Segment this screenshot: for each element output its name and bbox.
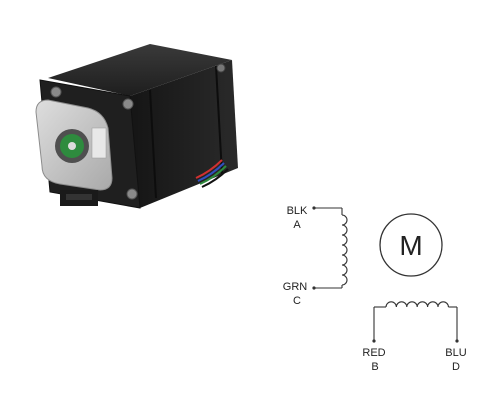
motor-top-face xyxy=(48,44,232,96)
coil-a-winding xyxy=(341,214,348,286)
coil-b xyxy=(372,301,459,343)
wiring-diagram: M BLK A GRN C RED B BLU D xyxy=(283,205,467,373)
motor-symbol-circle xyxy=(379,213,443,277)
encoder-label-sticker xyxy=(91,127,107,159)
coil-a xyxy=(312,206,348,290)
terminal-dot xyxy=(312,286,316,290)
coil-b-left-color-label: RED xyxy=(362,347,385,359)
coil-a-bottom-color-label: GRN xyxy=(283,281,308,293)
motor-shaft xyxy=(68,142,76,150)
coil-b-left-phase-label: B xyxy=(371,361,378,373)
terminal-dot xyxy=(312,206,316,210)
terminal-dot xyxy=(372,339,376,343)
screw-icon xyxy=(216,63,226,73)
stepper-motor-photo xyxy=(35,44,238,209)
motor-symbol-label: M xyxy=(399,230,422,261)
screw-icon xyxy=(126,188,138,200)
motor-ridge-line xyxy=(215,65,223,175)
lead-wires xyxy=(195,159,229,188)
screw-icon xyxy=(122,98,134,110)
screw-icon xyxy=(50,86,62,98)
encoder-connector-slot xyxy=(66,194,92,200)
coil-a-bottom-phase-label: C xyxy=(293,295,301,307)
coil-a-top-color-label: BLK xyxy=(287,205,308,217)
motor-side-face xyxy=(130,60,238,208)
coil-b-right-phase-label: D xyxy=(452,361,460,373)
coil-b-winding xyxy=(385,301,449,308)
coil-b-right-color-label: BLU xyxy=(445,347,466,359)
motor-ridge-line xyxy=(149,89,157,199)
coil-a-top-phase-label: A xyxy=(293,219,301,231)
terminal-dot xyxy=(455,339,459,343)
